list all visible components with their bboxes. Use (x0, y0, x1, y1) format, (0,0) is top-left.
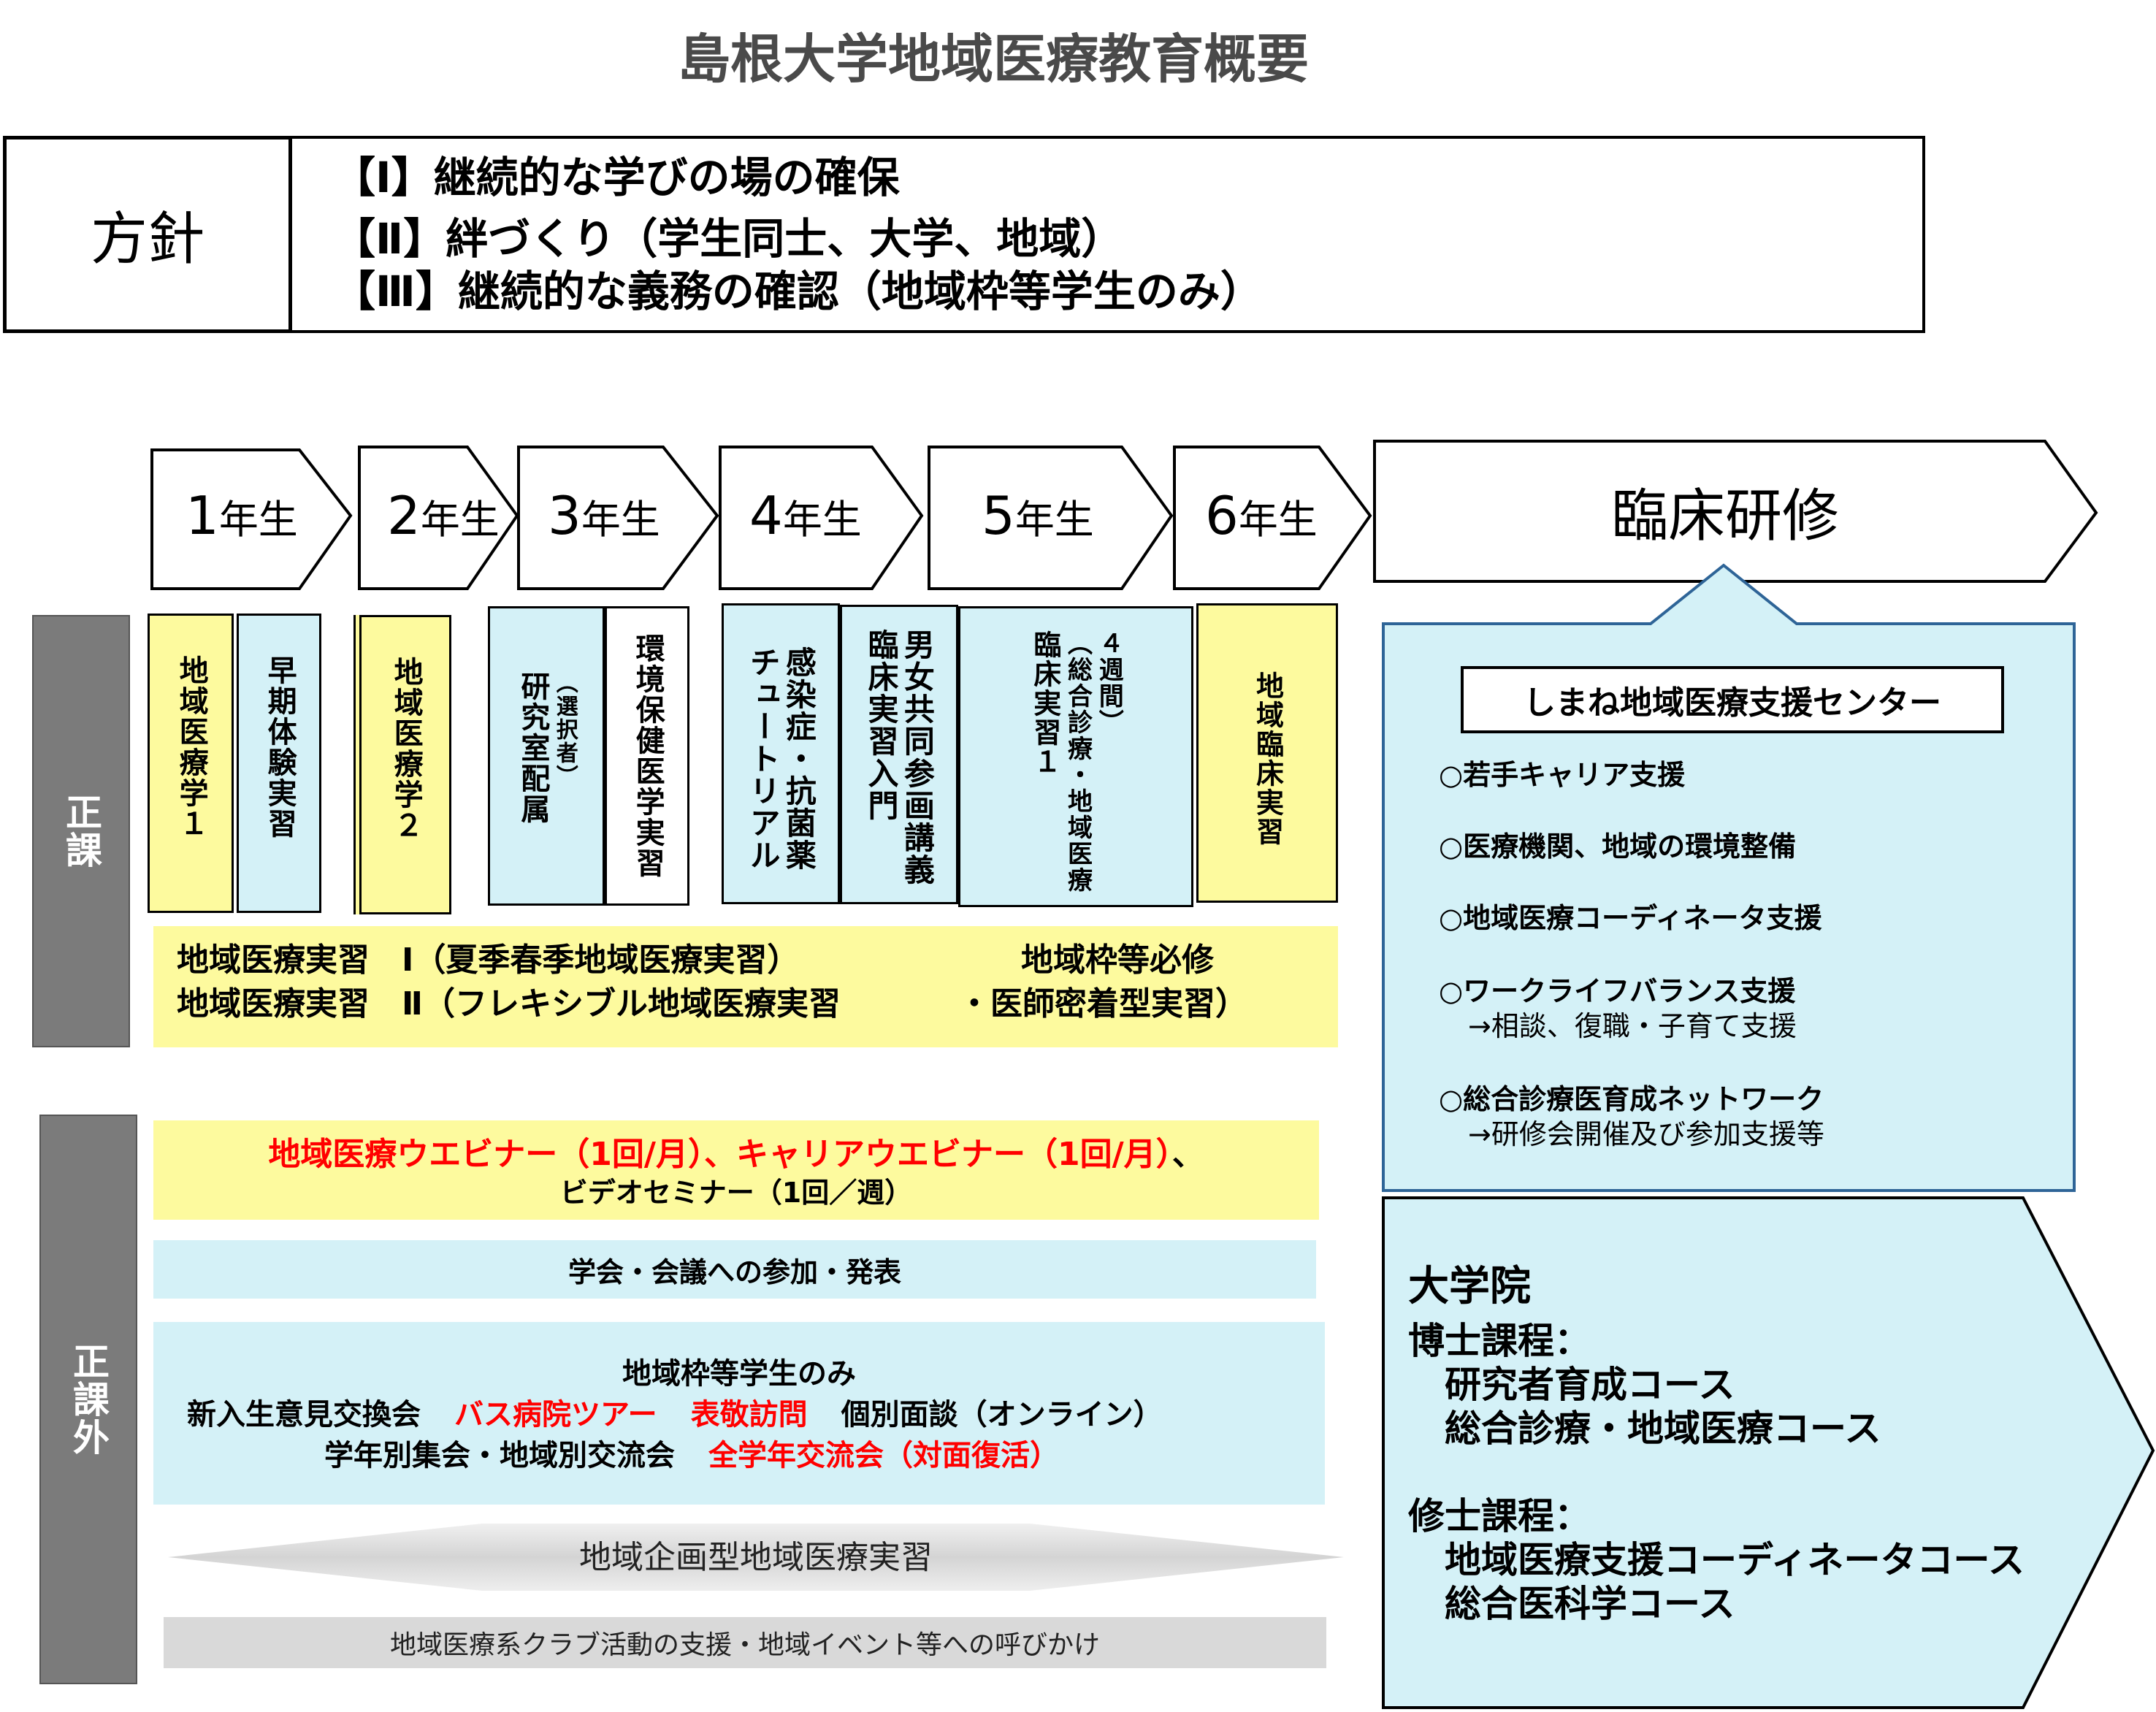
center-item-5-sub: →研修会開催及び参加支援等 (1468, 1118, 1824, 1150)
regional-planned-practice: 地域企画型地域医療実習 (579, 1539, 933, 1576)
center-item-3: ○地域医療コーディネータ支援 (1439, 902, 1822, 934)
extra-label-text: 正課外 (67, 1342, 110, 1456)
orientation-exchange: 新入生意見交換会 (187, 1398, 421, 1432)
residency-arrow (1373, 440, 2098, 583)
quota-row-2: 学年別集会・地域別交流会全学年交流会（対面復活） (324, 1432, 1059, 1474)
year-4-arrow (719, 446, 924, 590)
doctoral-label: 博士課程： (1408, 1320, 1591, 1362)
course-clinical-practice-1-text: 臨床実習１ (1028, 630, 1061, 776)
year-2-number: 2 (387, 485, 421, 546)
page-title: 島根大学地域医療教育概要 (677, 28, 1309, 90)
year-6-arrow (1173, 446, 1372, 590)
quota-band (153, 1322, 1325, 1505)
club-support-band: 地域医療系クラブ活動の支援・地域イベント等への呼びかけ (164, 1617, 1326, 1668)
course-clinical-practice-1-note: （総合診療・地域医療 (1063, 630, 1093, 893)
graduate-title: 大学院 (1408, 1263, 1531, 1310)
extra-label: 正課外 (39, 1115, 137, 1684)
course-early-exposure: 早期体験実習 (237, 614, 321, 913)
course-clinical-intro-text2: 男女共同参画講義 (899, 629, 936, 886)
year-2-arrow (358, 446, 519, 590)
webinar-band (153, 1120, 1319, 1220)
year-5-suffix: 年生 (1014, 496, 1094, 543)
quota-title: 地域枠等学生のみ (622, 1357, 856, 1391)
year-1-arrow (150, 448, 353, 590)
course-regional-clinical: 地域臨床実習 (1196, 603, 1338, 903)
course-clinical-practice-1-note2: ４週間） (1094, 630, 1124, 735)
course-clinical-intro-text: 臨床実習入門 (863, 629, 899, 822)
master-course-2: 総合医科学コース (1445, 1583, 1735, 1625)
course-regional-clinical-text: 地域臨床実習 (1251, 671, 1284, 847)
policy-label: 方針 (3, 136, 292, 333)
course-lab-assignment-text: 研究室配属 (516, 671, 550, 825)
all-grade-exchange: 全学年交流会（対面復活） (708, 1439, 1059, 1472)
required-line-1: 地域枠等必修 (1021, 941, 1214, 979)
policy-item-3: 【Ⅲ】継続的な義務の確認（地域枠等学生のみ） (333, 267, 1263, 316)
course-env-health-text: 環境保健医学実習 (630, 633, 665, 879)
regular-label-text: 正課 (60, 793, 102, 869)
graduate-school-arrow (1382, 1196, 2155, 1709)
center-item-5: ○総合診療医育成ネットワーク (1439, 1083, 1824, 1115)
course-env-health: 環境保健医学実習 (605, 606, 689, 906)
regional-practice-band (153, 926, 1338, 1047)
year-arrows (150, 440, 2098, 590)
course-chiiki-2: 地域医療学２ (359, 615, 451, 914)
year-3-arrow (517, 446, 719, 590)
center-item-1: ○若手キャリア支援 (1439, 759, 1686, 791)
year-4-suffix: 年生 (782, 496, 862, 543)
year-1-suffix: 年生 (218, 496, 298, 543)
course-tutorial-text2: 感染症・抗菌薬 (781, 646, 817, 871)
video-seminar: ビデオセミナー（1回／週） (559, 1177, 913, 1209)
course-lab-assignment-note: （選択者） (551, 671, 578, 788)
course-chiiki-1: 地域医療学１ (148, 614, 234, 913)
individual-interview: 個別面談（オンライン） (841, 1398, 1163, 1432)
center-item-4-sub: →相談、復職・子育て支援 (1468, 1010, 1797, 1042)
course-chiiki-1-text: 地域医療学１ (174, 655, 208, 839)
support-center-name: しまね地域医療支援センター (1461, 666, 2004, 733)
webinar-tail: 、 (1171, 1136, 1204, 1173)
course-chiiki-2-text: 地域医療学２ (389, 657, 423, 841)
policy-item-1: 【Ⅰ】継続的な学びの場の確保 (333, 153, 900, 202)
conference-band: 学会・会議への参加・発表 (153, 1240, 1316, 1299)
doctoral-course-1: 研究者育成コース (1445, 1364, 1735, 1406)
required-line-2: ・医師密着型実習） (958, 985, 1247, 1023)
courtesy-visit: 表敬訪問 (690, 1398, 808, 1432)
course-clinical-practice-1: 臨床実習１ （総合診療・地域医療 ４週間） (958, 606, 1193, 907)
center-item-2: ○医療機関、地域の環境整備 (1439, 830, 1797, 863)
year-4-number: 4 (749, 485, 783, 546)
webinar-line: 地域医療ウエビナー（1回/月）、キャリアウエビナー（1回/月）、 (153, 1128, 1319, 1174)
course-tutorial: チュートリアル 感染症・抗菌薬 (722, 603, 840, 904)
center-item-4: ○ワークライフバランス支援 (1439, 975, 1796, 1007)
doctoral-course-2: 総合診療・地域医療コース (1445, 1407, 1881, 1450)
master-course-1: 地域医療支援コーディネータコース (1445, 1539, 2025, 1581)
year-6-suffix: 年生 (1238, 496, 1318, 543)
year-3-suffix: 年生 (581, 496, 660, 543)
practice-line-2: 地域医療実習 Ⅱ（フレキシブル地域医療実習 (177, 985, 841, 1023)
regular-label: 正課 (32, 615, 130, 1047)
course-lab-assignment: 研究室配属 （選択者） (488, 606, 605, 906)
bus-hospital-tour: バス病院ツアー (454, 1398, 657, 1432)
quota-row-1: 新入生意見交換会バス病院ツアー表敬訪問個別面談（オンライン） (187, 1391, 1163, 1433)
course-early-exposure-text: 早期体験実習 (262, 655, 297, 839)
regional-planned-practice-arrow (168, 1524, 1344, 1591)
year-2-suffix: 年生 (420, 496, 500, 543)
course-clinical-intro: 臨床実習入門 男女共同参画講義 (840, 605, 958, 904)
policy-item-2: 【Ⅱ】絆づくり（学生同士、大学、地域） (333, 214, 1124, 264)
year-5-arrow (928, 446, 1174, 590)
year-3-number: 3 (548, 485, 581, 546)
course-tutorial-text: チュートリアル (745, 646, 781, 871)
year-6-number: 6 (1205, 485, 1239, 546)
master-label: 修士課程： (1408, 1495, 1591, 1537)
practice-line-1: 地域医療実習 Ⅰ（夏季春季地域医療実習） (177, 941, 800, 979)
webinar-text: 地域医療ウエビナー（1回/月）、キャリアウエビナー（1回/月） (268, 1136, 1172, 1173)
year-5-number: 5 (982, 485, 1015, 546)
residency-label: 臨床研修 (1610, 484, 1839, 549)
year-1-number: 1 (186, 485, 219, 546)
grade-meeting: 学年別集会・地域別交流会 (324, 1439, 675, 1472)
